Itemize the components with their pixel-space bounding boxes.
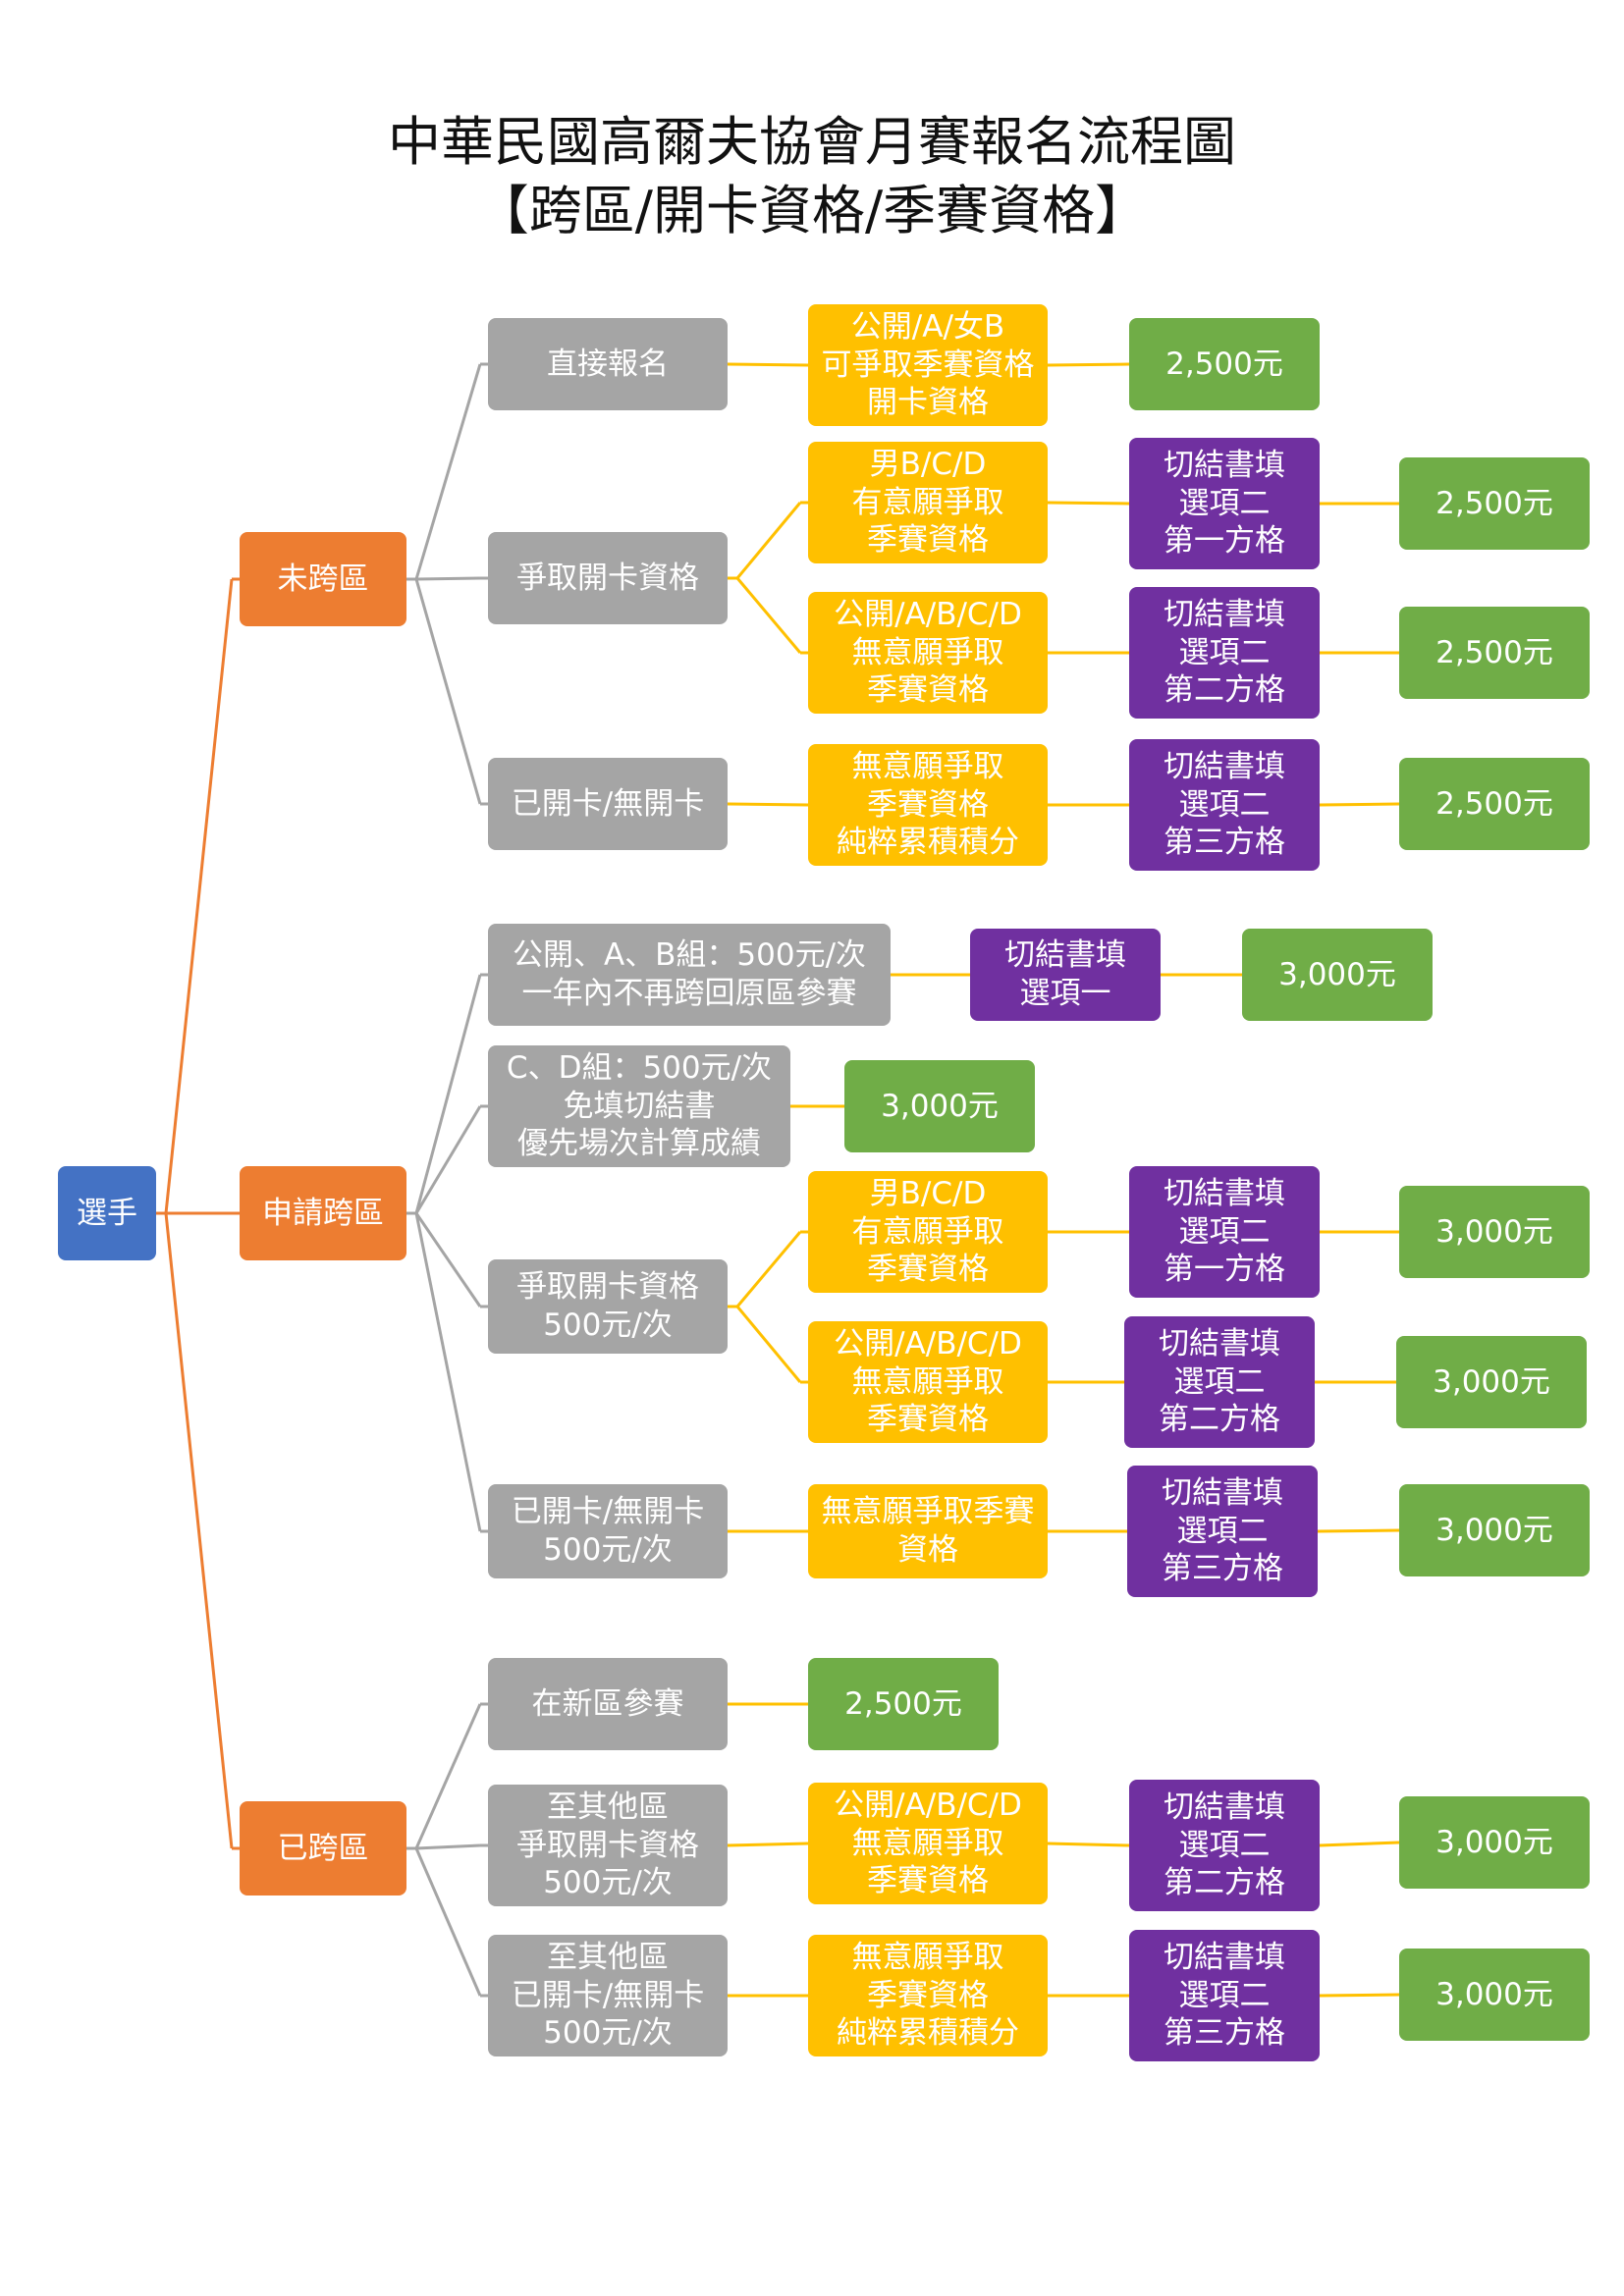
node-new-region: 在新區參賽 <box>488 1658 728 1750</box>
node-c-d-group: C、D組：500元/次 免填切結書 優先場次計算成績 <box>488 1045 790 1167</box>
node-other-region-carded: 至其他區 已開卡/無開卡 500元/次 <box>488 1935 728 2056</box>
connector-line <box>414 974 482 1214</box>
node-card-qualification: 爭取開卡資格 <box>488 532 728 624</box>
node-no-cross: 未跨區 <box>240 532 406 626</box>
node-open-a-b-group: 公開、A、B組：500元/次 一年內不再跨回原區參賽 <box>488 924 891 1026</box>
page-subtitle: 【跨區/開卡資格/季賽資格】 <box>475 180 1149 241</box>
node-fee-b4: 3,000元 <box>1399 1484 1590 1576</box>
connector-line <box>164 578 234 1214</box>
node-points-only-2: 無意願爭取 季賽資格 純粹累積積分 <box>808 1935 1048 2056</box>
node-affidavit-c3: 切結書填 選項二 第三方格 <box>1129 1930 1320 2061</box>
node-fee-b1: 3,000元 <box>1242 929 1433 1021</box>
connector-line <box>1319 802 1400 807</box>
node-all-unwilling: 公開/A/B/C/D 無意願爭取 季賽資格 <box>808 592 1048 714</box>
node-fee-c3: 3,000元 <box>1399 1949 1590 2041</box>
node-fee-c2: 3,000元 <box>1399 1796 1590 1889</box>
node-affidavit-b4: 切結書填 選項二 第三方格 <box>1127 1466 1318 1597</box>
node-fee-a2-2: 2,500元 <box>1399 607 1590 699</box>
connector-line <box>1047 1842 1130 1847</box>
node-men-bcd-willing: 男B/C/D 有意願爭取 季賽資格 <box>808 442 1048 563</box>
node-all-unwilling-3: 公開/A/B/C/D 無意願爭取 季賽資格 <box>808 1783 1048 1904</box>
node-carded-uncarded-fee: 已開卡/無開卡 500元/次 <box>488 1484 728 1578</box>
connector-line <box>414 1105 482 1214</box>
node-affidavit-b3-1: 切結書填 選項二 第一方格 <box>1129 1166 1320 1298</box>
connector-line <box>414 1212 482 1532</box>
node-affidavit-option1: 切結書填 選項一 <box>970 929 1161 1021</box>
node-fee-b2: 3,000元 <box>844 1060 1035 1152</box>
node-affidavit-c2: 切結書填 選項二 第二方格 <box>1129 1780 1320 1911</box>
node-card-qualification-fee: 爭取開卡資格 500元/次 <box>488 1259 728 1354</box>
connector-line <box>735 502 802 579</box>
connector-line <box>727 362 809 367</box>
connector-line <box>414 1212 482 1308</box>
node-all-unwilling-2: 公開/A/B/C/D 無意願爭取 季賽資格 <box>808 1321 1048 1443</box>
node-fee-c1: 2,500元 <box>808 1658 999 1750</box>
node-affidavit-a3: 切結書填 選項二 第三方格 <box>1129 739 1320 871</box>
connector-line <box>1319 1841 1400 1847</box>
connector-line <box>735 1306 802 1383</box>
node-crossed: 已跨區 <box>240 1801 406 1896</box>
connector-line <box>415 1843 481 1850</box>
connector-line <box>414 1703 482 1849</box>
node-other-region-card: 至其他區 爭取開卡資格 500元/次 <box>488 1785 728 1906</box>
node-unwilling-season: 無意願爭取季賽 資格 <box>808 1484 1048 1578</box>
node-fee-a2-1: 2,500元 <box>1399 457 1590 550</box>
node-player: 選手 <box>58 1166 156 1260</box>
connector-line <box>727 1842 809 1847</box>
connector-line <box>414 578 482 805</box>
node-affidavit-a2-2: 切結書填 選項二 第二方格 <box>1129 587 1320 719</box>
node-men-bcd-willing-2: 男B/C/D 有意願爭取 季賽資格 <box>808 1171 1048 1293</box>
connector-line <box>735 577 802 654</box>
node-direct-signup: 直接報名 <box>488 318 728 410</box>
connector-line <box>1047 501 1130 506</box>
page-title: 中華民國高爾夫協會月賽報名流程圖 <box>388 111 1236 173</box>
node-points-only: 無意願爭取 季賽資格 純粹累積積分 <box>808 744 1048 866</box>
node-affidavit-a2-1: 切結書填 選項二 第一方格 <box>1129 438 1320 569</box>
node-open-a-women-b: 公開/A/女B 可爭取季賽資格 開卡資格 <box>808 304 1048 426</box>
node-fee-a3: 2,500元 <box>1399 758 1590 850</box>
node-carded-uncarded: 已開卡/無開卡 <box>488 758 728 850</box>
connector-line <box>414 363 482 580</box>
node-fee-a1: 2,500元 <box>1129 318 1320 410</box>
connector-line <box>735 1231 802 1308</box>
connector-line <box>727 802 809 807</box>
node-fee-b3-2: 3,000元 <box>1396 1336 1587 1428</box>
node-apply-cross: 申請跨區 <box>240 1166 406 1260</box>
node-fee-b3-1: 3,000元 <box>1399 1186 1590 1278</box>
connector-line <box>164 1212 234 1849</box>
connector-line <box>1317 1528 1400 1533</box>
connector-line <box>414 1847 482 1997</box>
connector-line <box>1319 1993 1400 1998</box>
connector-line <box>1047 362 1130 367</box>
node-affidavit-b3-2: 切結書填 選項二 第二方格 <box>1124 1316 1315 1448</box>
connector-line <box>415 576 481 581</box>
